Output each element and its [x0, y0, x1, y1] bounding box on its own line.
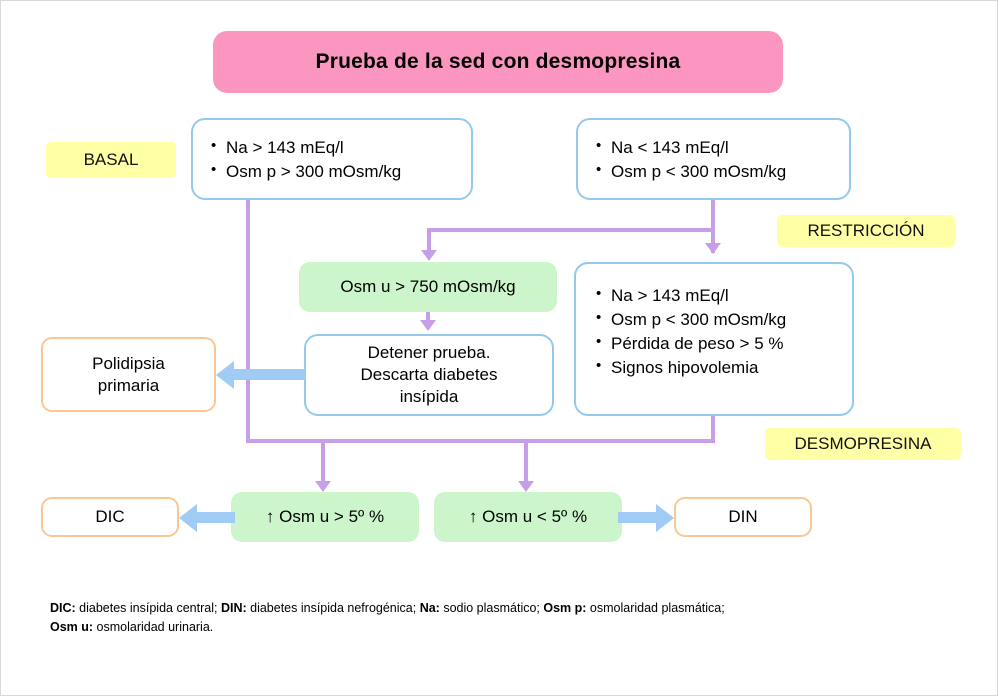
footnote-def-osmp: osmolaridad plasmática;: [586, 601, 725, 615]
bullet-item: Na < 143 mEq/l: [596, 135, 849, 160]
node-basal-left: Na > 143 mEq/l Osm p > 300 mOsm/kg: [191, 118, 473, 200]
arrow-to-restriccion-right: [705, 243, 721, 254]
footnote-abbr-osmp: Osm p:: [543, 601, 587, 615]
detener-line-1: Detener prueba.: [367, 342, 491, 362]
detener-line-2: Descarta diabetes: [360, 364, 498, 384]
bullet-item: Osm p < 300 mOsm/kg: [596, 307, 852, 332]
bullet-item: Pérdida de peso > 5 %: [596, 331, 852, 356]
restriccion-bullets: Na > 143 mEq/l Osm p < 300 mOsm/kg Pérdi…: [596, 283, 852, 381]
footnote-abbr-din: DIN:: [220, 601, 247, 615]
footnote-legend: DIC: diabetes insípida central; DIN: dia…: [50, 599, 950, 638]
footnote-def-din: diabetes insípida nefrogénica;: [246, 601, 420, 615]
node-din: DIN: [674, 497, 812, 537]
footnote-def-na: sodio plasmático;: [439, 601, 544, 615]
connector-to-osm-u-high: [427, 228, 431, 252]
bullet-item: Na > 143 mEq/l: [211, 135, 471, 160]
phase-tag-desmopresina: DESMOPRESINA: [765, 428, 961, 460]
phase-tag-restriccion: RESTRICCIÓN: [777, 215, 955, 247]
arrow-to-osm-up-high: [315, 481, 331, 492]
arrow-to-detener: [420, 320, 436, 331]
footnote-abbr-osmu: Osm u:: [50, 620, 94, 635]
diagram-title: Prueba de la sed con desmopresina: [213, 31, 783, 93]
node-detener-prueba: Detener prueba. Descarta diabetes insípi…: [304, 334, 554, 416]
detener-line-3: insípida: [399, 387, 459, 407]
bullet-item: Na > 143 mEq/l: [596, 283, 852, 308]
connector-detener-to-polidipsia: [234, 369, 306, 380]
bullet-item: Osm p < 300 mOsm/kg: [596, 159, 849, 184]
connector-findings-vertical: [711, 416, 715, 443]
connector-basal-right-vertical: [711, 200, 715, 253]
arrow-to-dic: [179, 504, 197, 532]
connector-to-din: [618, 512, 656, 523]
arrow-to-din: [656, 504, 674, 532]
node-dic: DIC: [41, 497, 179, 537]
connector-to-dic: [197, 512, 235, 523]
node-basal-right: Na < 143 mEq/l Osm p < 300 mOsm/kg: [576, 118, 851, 200]
polidipsia-line-2: primaria: [97, 375, 160, 395]
node-osm-up-low: ↑ Osm u < 5º %: [434, 492, 622, 542]
bullet-item: Osm p > 300 mOsm/kg: [211, 159, 471, 184]
polidipsia-line-1: Polidipsia: [92, 353, 165, 373]
footnote-def-osmu: osmolaridad urinaria.: [93, 620, 214, 635]
footnote-abbr-na: Na:: [419, 601, 440, 615]
node-osm-u-high: Osm u > 750 mOsm/kg: [299, 262, 557, 312]
arrow-to-osm-u-high: [421, 250, 437, 261]
footnote-def-dic: diabetes insípida central;: [75, 601, 221, 615]
connector-drop-dic: [321, 439, 325, 483]
basal-left-bullets: Na > 143 mEq/l Osm p > 300 mOsm/kg: [211, 135, 471, 184]
node-osm-up-high: ↑ Osm u > 5º %: [231, 492, 419, 542]
connector-restriccion-bus: [427, 228, 715, 232]
connector-desmopresina-bus: [246, 439, 715, 443]
footnote-abbr-dic: DIC:: [50, 601, 76, 615]
connector-osm-high-to-detener: [426, 312, 430, 322]
phase-tag-basal: BASAL: [46, 142, 176, 178]
node-restriccion-findings: Na > 143 mEq/l Osm p < 300 mOsm/kg Pérdi…: [574, 262, 854, 416]
bullet-item: Signos hipovolemia: [596, 355, 852, 380]
connector-basal-left-vertical: [246, 200, 250, 443]
node-polidipsia-primaria: Polidipsia primaria: [41, 337, 216, 412]
arrow-to-osm-up-low: [518, 481, 534, 492]
connector-drop-din: [524, 439, 528, 483]
basal-right-bullets: Na < 143 mEq/l Osm p < 300 mOsm/kg: [596, 135, 849, 184]
arrow-to-polidipsia: [216, 361, 234, 389]
